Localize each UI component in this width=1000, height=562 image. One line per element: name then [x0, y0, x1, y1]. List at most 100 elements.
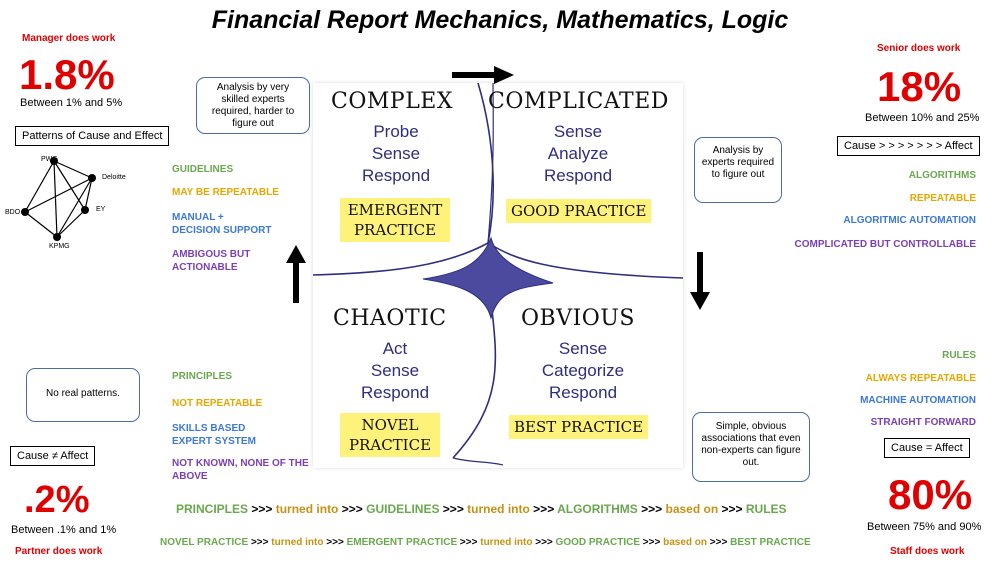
label-pwc: PWC [41, 156, 58, 163]
firm-network-graph [21, 157, 96, 241]
domain-complicated-title: COMPLICATED [488, 89, 669, 114]
cause-equals-affect-box: Cause = Affect [884, 438, 970, 458]
verb: Analyze [547, 144, 609, 163]
chain-based-on: based on [663, 537, 707, 548]
attr-repeatable: REPEATABLE [909, 193, 976, 204]
progression-chain-practice: NOVEL PRACTICE >>> turned into >>> EMERG… [160, 537, 811, 548]
domain-complex-title: COMPLEX [331, 89, 454, 114]
verb: Sense [370, 361, 420, 380]
label-deloitte: Deloitte [102, 174, 126, 181]
role-manager: Manager does work [22, 33, 116, 44]
pct-manager: 1.8% [19, 51, 115, 98]
domain-obvious-title: OBVIOUS [521, 306, 635, 331]
chain-sep: >>> [326, 537, 344, 548]
callout-simple-obvious: Simple, obvious associations that even n… [692, 412, 810, 482]
chain-turned-into: turned into [467, 502, 530, 516]
attr-guidelines: GUIDELINES [172, 164, 234, 175]
attr-always-repeatable: ALWAYS REPEATABLE [865, 373, 976, 384]
down-arrow-icon [690, 252, 710, 310]
verb: Respond [360, 383, 430, 402]
progression-chain-rules: PRINCIPLES >>> turned into >>> GUIDELINE… [176, 502, 787, 516]
chain-sep: >>> [250, 537, 269, 548]
chain-sep: >>> [459, 537, 478, 548]
domain-chaotic-title: CHAOTIC [333, 306, 447, 331]
attr-skills-based: SKILLS BASED [172, 423, 246, 434]
chain-novel-practice: NOVEL PRACTICE [160, 537, 249, 548]
verb: Categorize [541, 361, 625, 380]
verb: Sense [371, 144, 421, 163]
chain-principles: PRINCIPLES [176, 502, 249, 516]
attr-decision-support: DECISION SUPPORT [172, 225, 272, 236]
attr-not-repeatable: NOT REPEATABLE [172, 398, 263, 409]
domain-complicated-practice: GOOD PRACTICE [506, 199, 652, 223]
domain-chaotic-verbs: Act Sense Respond [340, 338, 450, 404]
attr-manual: MANUAL + [172, 212, 224, 223]
cause-arrows-box: Cause > > > > > > > Affect [837, 136, 980, 156]
chain-sep: >>> [641, 502, 663, 516]
range-partner: Between .1% and 1% [11, 524, 117, 536]
pct-senior: 18% [877, 63, 962, 110]
cynefin-boundaries [313, 83, 683, 466]
range-staff: Between 75% and 90% [867, 521, 982, 533]
attr-algoritmic-automation: ALGORITMIC AUTOMATION [843, 215, 976, 226]
practice-line: NOVEL [361, 416, 419, 434]
attr-above: ABOVE [172, 471, 208, 482]
verb: Sense [558, 339, 608, 358]
practice-line: PRACTICE [348, 436, 432, 454]
chain-guidelines: GUIDELINES [366, 502, 440, 516]
callout-experts: Analysis by experts required to figure o… [694, 137, 782, 203]
chain-algorithms: ALGORITHMS [557, 502, 638, 516]
chain-sep: >>> [535, 537, 553, 548]
right-arrow-icon [452, 66, 514, 84]
verb: Respond [361, 166, 431, 185]
chain-based-on: based on [665, 502, 719, 516]
chain-rules: RULES [745, 502, 787, 516]
label-ey: EY [96, 206, 106, 213]
domain-complex-practice: EMERGENT PRACTICE [340, 198, 450, 242]
callout-skilled-experts: Analysis by very skilled experts require… [196, 77, 310, 134]
verb: Act [382, 339, 408, 358]
domain-chaotic-practice: NOVEL PRACTICE [340, 413, 440, 457]
attr-machine-automation: MACHINE AUTOMATION [860, 395, 976, 406]
attr-ambiguous: AMBIGOUS BUT [172, 249, 251, 260]
attr-not-known: NOT KNOWN, NONE OF THE [172, 458, 309, 469]
domain-complicated-verbs: Sense Analyze Respond [518, 121, 638, 187]
range-manager: Between 1% and 5% [20, 97, 123, 109]
chain-turned-into: turned into [480, 537, 533, 548]
chain-sep: >>> [442, 502, 464, 516]
chain-turned-into: turned into [271, 537, 324, 548]
practice-line: BEST PRACTICE [514, 418, 644, 436]
label-kpmg: KPMG [49, 243, 70, 250]
node-bdo [21, 208, 29, 216]
attr-rules: RULES [942, 350, 976, 361]
practice-line: PRACTICE [353, 221, 437, 239]
verb: Respond [548, 383, 618, 402]
role-staff: Staff does work [890, 546, 965, 557]
chain-sep: >>> [251, 502, 273, 516]
attr-actionable: ACTIONABLE [172, 262, 238, 273]
node-kpmg [53, 233, 61, 241]
cynefin-framework: COMPLEX Probe Sense Respond EMERGENT PRA… [313, 83, 683, 468]
chain-sep: >>> [709, 537, 728, 548]
chain-turned-into: turned into [275, 502, 339, 516]
attr-algorithms: ALGORITHMS [908, 170, 976, 181]
attr-straight-forward: STRAIGHT FORWARD [870, 417, 976, 428]
attr-expert-system: EXPERT SYSTEM [172, 436, 256, 447]
verb: Sense [553, 122, 603, 141]
range-senior: Between 10% and 25% [865, 112, 980, 124]
chain-sep: >>> [721, 502, 743, 516]
node-ey [81, 206, 89, 214]
pct-partner: .2% [24, 479, 90, 521]
chain-sep: >>> [642, 537, 661, 548]
chain-sep: >>> [341, 502, 363, 516]
attr-complicated-controllable: COMPLICATED BUT CONTROLLABLE [794, 239, 976, 250]
domain-obvious-practice: BEST PRACTICE [509, 415, 649, 439]
up-arrow-icon [286, 245, 306, 303]
pct-staff: 80% [888, 471, 973, 518]
practice-line: GOOD PRACTICE [511, 202, 647, 220]
chain-best-practice: BEST PRACTICE [730, 537, 811, 548]
chain-sep: >>> [533, 502, 555, 516]
domain-complex-verbs: Probe Sense Respond [341, 121, 451, 187]
node-deloitte [88, 174, 96, 182]
chain-good-practice: GOOD PRACTICE [555, 537, 640, 548]
